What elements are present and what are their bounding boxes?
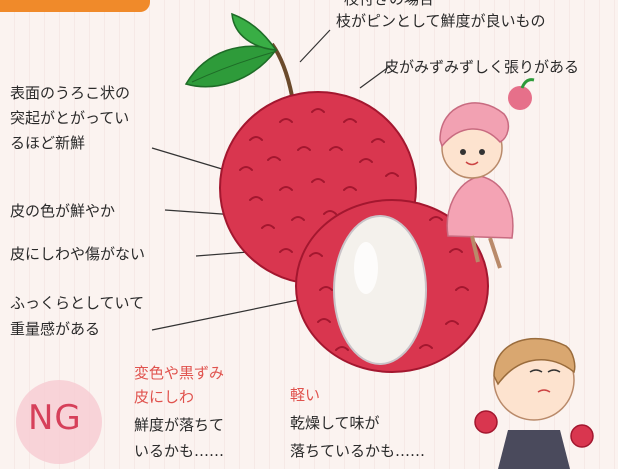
plump-note-line1: ふっくらとしていて (10, 294, 145, 312)
branch-note-line2: 枝がピンとして鮮度が良いもの (336, 12, 546, 30)
bumps-note-line1: 表面のうろこ状の (10, 84, 131, 102)
skin-firm-note: 皮がみずみずしく張りがある (384, 58, 580, 76)
ng-item2-head: 軽い (290, 386, 321, 404)
girl-character (439, 78, 535, 269)
no-wrinkles-note: 皮にしわや傷がない (10, 245, 146, 263)
bumps-note-line2: 突起がとがってい (10, 109, 130, 127)
ng-item1-body1: 鮮度が落ちて (134, 416, 225, 434)
ng-badge-background (16, 380, 102, 464)
ng-item2-body1: 乾燥して味が (290, 414, 380, 432)
ng-item1-body2: いるかも…… (134, 442, 225, 460)
section-tab (0, 0, 150, 12)
branch-note-line1: 枝付きの場合 (344, 0, 434, 10)
ng-girl-character (474, 337, 594, 469)
color-note: 皮の色が鮮やか (10, 202, 116, 220)
leaf-icon (184, 12, 294, 97)
ng-item1-head1: 変色や黒ずみ (134, 364, 225, 382)
ng-item1-head2: 皮にしわ (134, 388, 195, 406)
plump-note-line2: 重量感がある (10, 320, 101, 338)
ng-badge: NG (28, 398, 82, 438)
lychee-peeled (295, 199, 489, 373)
bumps-note-line3: るほど新鮮 (10, 134, 86, 152)
ng-item2-body2: 落ちているかも…… (290, 442, 426, 460)
